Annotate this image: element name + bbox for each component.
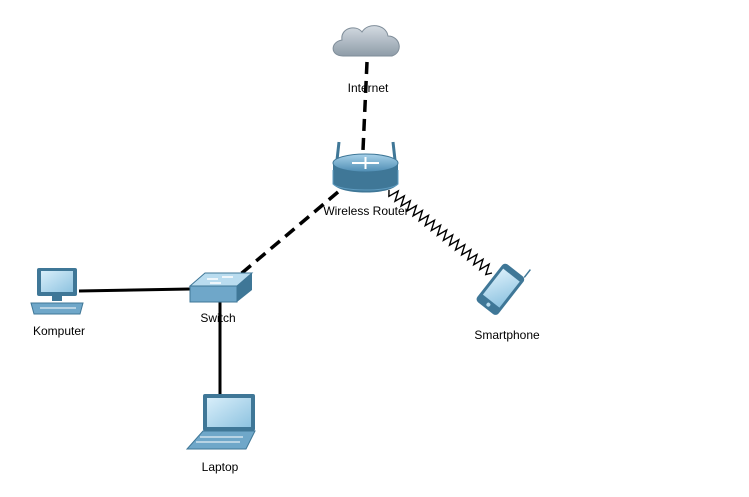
smartphone-node[interactable]: Smartphone	[474, 254, 540, 342]
wireless-router-icon	[332, 141, 399, 193]
computer-label: Komputer	[33, 324, 85, 338]
link-switch-computer	[78, 287, 191, 293]
computer-node[interactable]: Komputer	[30, 268, 85, 338]
cloud-icon	[332, 25, 400, 57]
laptop-node[interactable]: Laptop	[185, 394, 256, 474]
smartphone-icon	[476, 263, 531, 315]
link-router-smartphone	[388, 189, 493, 276]
smartphone-label: Smartphone	[474, 328, 540, 342]
internet-node[interactable]: Internet	[332, 25, 400, 95]
switch-icon	[188, 272, 254, 303]
laptop-icon	[185, 394, 256, 450]
links	[78, 61, 493, 395]
laptop-label: Laptop	[202, 460, 239, 474]
wireless-zigzag	[388, 189, 493, 276]
internet-label: Internet	[348, 81, 389, 95]
switch-label: Switch	[200, 311, 235, 325]
wireless-router-node[interactable]: Wireless Router	[323, 141, 409, 218]
desktop-computer-icon	[30, 268, 84, 315]
link-internet-router	[361, 61, 369, 151]
switch-node[interactable]: Switch	[188, 272, 254, 325]
link-router-switch	[234, 190, 340, 280]
router-label: Wireless Router	[323, 204, 408, 218]
